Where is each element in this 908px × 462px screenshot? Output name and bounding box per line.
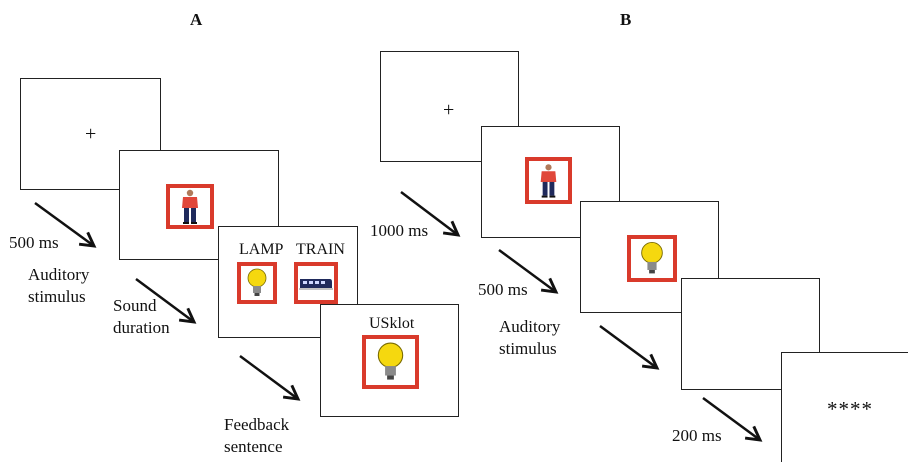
b-fixation-cross: +	[443, 99, 455, 121]
a-word-right: TRAIN	[296, 241, 345, 258]
a-choice-frame-right	[294, 262, 338, 304]
lightbulb-icon	[641, 241, 663, 274]
b-mask-stars: ****	[827, 397, 873, 421]
man-icon	[540, 164, 557, 198]
a-timing-3-line2: duration	[113, 318, 170, 337]
a-timing-1: 500 ms	[9, 233, 59, 252]
a-timing-2-line1: Auditory	[28, 265, 90, 284]
a-screen-feedback: USklot	[320, 304, 459, 417]
a-picture-frame	[166, 184, 214, 229]
a-screen-choice: LAMP TRAIN	[218, 226, 358, 338]
a-timing-4-line1: Feedback	[224, 415, 290, 434]
a-fixation-cross: +	[85, 123, 97, 145]
b-timing-1: 1000 ms	[370, 221, 429, 240]
lightbulb-icon	[247, 268, 267, 296]
arrow-icon	[599, 324, 657, 368]
a-timing-2-line2: stimulus	[28, 287, 86, 306]
b-picture-frame	[525, 157, 572, 204]
b-target-frame	[627, 235, 677, 282]
b-timing-4: 200 ms	[672, 426, 722, 445]
man-icon	[182, 189, 198, 224]
a-timing-4-line2: sentence	[224, 437, 283, 456]
a-word-left: LAMP	[239, 241, 284, 258]
b-timing-3-line1: Auditory	[499, 317, 561, 336]
a-choice-frame-left	[237, 262, 277, 304]
lightbulb-icon	[377, 342, 404, 380]
train-icon	[299, 279, 333, 290]
b-screen-mask: ****	[781, 352, 908, 462]
panel-a-label: A	[190, 10, 203, 29]
b-timing-3-line2: stimulus	[499, 339, 557, 358]
a-screen-picture	[119, 150, 279, 260]
panel-b-label: B	[620, 10, 632, 29]
arrow-icon	[239, 354, 298, 399]
a-feedback-frame	[362, 335, 419, 389]
a-timing-3-line1: Sound	[113, 296, 157, 315]
a-feedback-word: USklot	[369, 315, 415, 332]
a-screen-fixation: +	[20, 78, 161, 190]
b-timing-2: 500 ms	[478, 280, 528, 299]
